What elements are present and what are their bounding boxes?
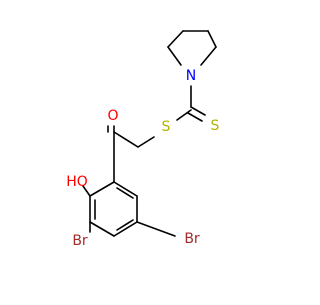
atom-labels: N S S O HO Br Br — [66, 68, 219, 249]
bond-cc-cd — [207, 30, 217, 48]
oxygen-carbonyl-label: O — [107, 108, 118, 124]
bond-ca-cb — [167, 30, 184, 48]
bond-c-s-double-a — [190, 106, 206, 116]
bonds — [82, 30, 217, 237]
structure-diagram: N S S O HO Br Br — [66, 30, 220, 249]
bond-c-s-single — [176, 109, 192, 121]
ring-bond-1 — [89, 181, 115, 197]
bond-s-ch2 — [137, 136, 155, 148]
ring-bond-4 — [113, 221, 138, 237]
bond-cd-n — [200, 46, 217, 66]
ring-double-2 — [116, 219, 134, 231]
molecule-canvas: N S S O HO Br Br — [66, 30, 220, 249]
bond-c-s-double-b — [187, 112, 203, 122]
bond-ch2-carbonyl — [113, 131, 139, 148]
ring-bond-3 — [89, 221, 115, 237]
bond-ring-oh — [82, 185, 91, 197]
hydroxyl-label: HO — [66, 174, 88, 190]
bond-ring-br-right — [136, 221, 176, 237]
bond-n-ca — [167, 46, 182, 66]
ring-bond-6 — [113, 181, 138, 197]
nitrogen-label: N — [186, 68, 196, 84]
bromine-left-label: Br — [72, 233, 88, 249]
sulfur-thioether-label: S — [162, 119, 171, 135]
ring-double-3 — [116, 187, 134, 199]
bromine-right-label: Br — [184, 231, 200, 247]
sulfur-thione-label: S — [211, 118, 220, 134]
